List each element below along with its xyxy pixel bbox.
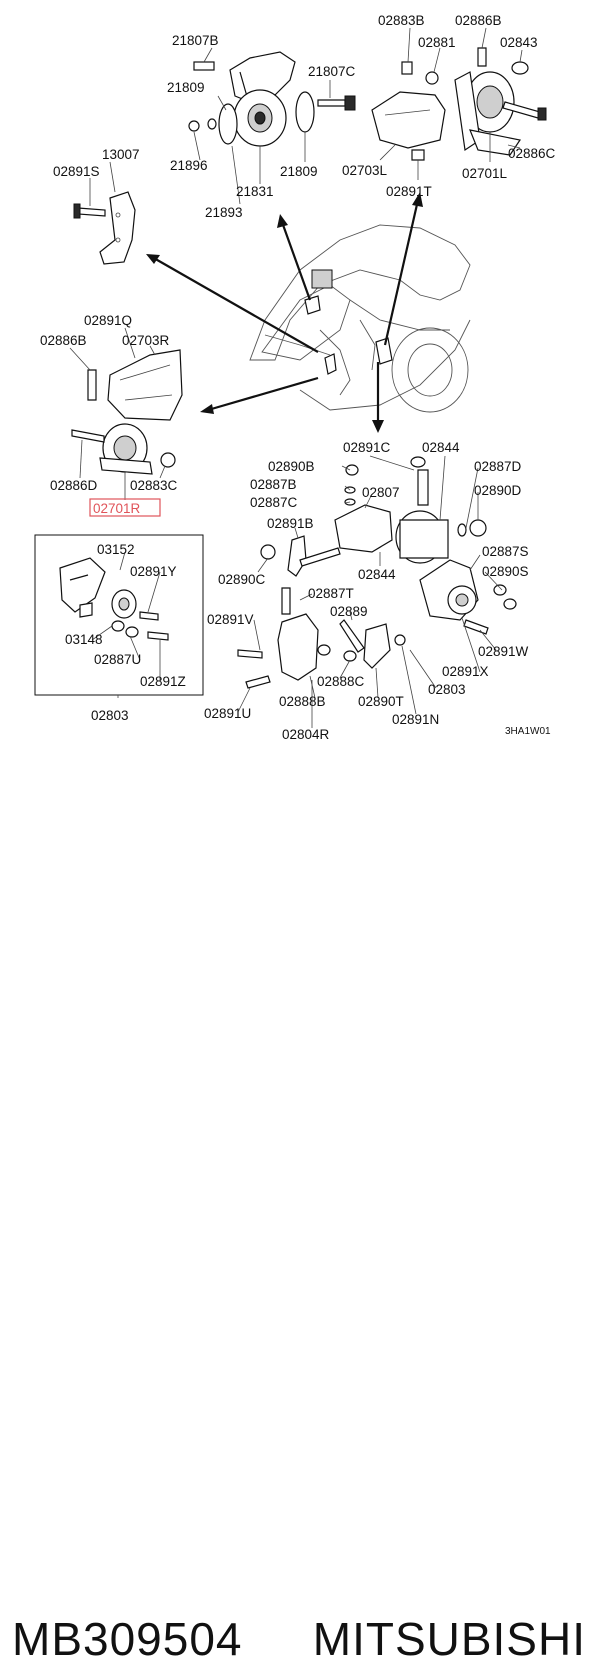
label-02843: 02843 bbox=[500, 35, 538, 50]
parts-diagram: 02883B 02886B 02881 02843 21807B 21807C … bbox=[34, 13, 556, 742]
label-02890B: 02890B bbox=[268, 459, 315, 474]
label-02890D: 02890D bbox=[474, 483, 522, 498]
label-02844-b: 02844 bbox=[358, 567, 396, 582]
label-21807C: 21807C bbox=[308, 64, 356, 79]
part-number: MB309504 bbox=[12, 1613, 243, 1665]
label-02891Q: 02891Q bbox=[84, 313, 132, 328]
inset-box-02803 bbox=[34, 534, 204, 696]
bottom-mount-assembly bbox=[237, 456, 517, 689]
label-02887S: 02887S bbox=[482, 544, 529, 559]
label-02803-b: 02803 bbox=[428, 682, 466, 697]
label-02890C: 02890C bbox=[218, 572, 266, 587]
label-02891C: 02891C bbox=[343, 440, 391, 455]
label-02888C: 02888C bbox=[317, 674, 365, 689]
footer: MB309504 MITSUBISHI bbox=[0, 800, 600, 1665]
left-mount-02701R-assembly bbox=[71, 349, 183, 475]
label-02701L: 02701L bbox=[462, 166, 508, 181]
label-02886D: 02886D bbox=[50, 478, 98, 493]
label-02887B: 02887B bbox=[250, 477, 297, 492]
top-left-bracket-assembly bbox=[188, 51, 356, 147]
label-02807: 02807 bbox=[362, 485, 400, 500]
label-02891Z: 02891Z bbox=[140, 674, 186, 689]
label-13007: 13007 bbox=[102, 147, 140, 162]
label-02701R-highlighted: 02701R bbox=[93, 501, 141, 516]
label-02803-a: 02803 bbox=[91, 708, 129, 723]
label-02887U: 02887U bbox=[94, 652, 141, 667]
label-02890S: 02890S bbox=[482, 564, 529, 579]
label-02891B: 02891B bbox=[267, 516, 314, 531]
label-02703R: 02703R bbox=[122, 333, 170, 348]
label-02886C: 02886C bbox=[508, 146, 556, 161]
label-21809-a: 21809 bbox=[167, 80, 205, 95]
inset-frame bbox=[34, 534, 204, 696]
label-02887C: 02887C bbox=[250, 495, 298, 510]
brand-name: MITSUBISHI bbox=[312, 1613, 586, 1665]
label-02891W: 02891W bbox=[478, 644, 529, 659]
label-02891U: 02891U bbox=[204, 706, 251, 721]
label-02891X: 02891X bbox=[442, 664, 489, 679]
label-03152: 03152 bbox=[97, 542, 135, 557]
label-02891V: 02891V bbox=[207, 612, 254, 627]
label-02891T: 02891T bbox=[386, 184, 432, 199]
label-02891Y: 02891Y bbox=[130, 564, 177, 579]
label-02883C: 02883C bbox=[130, 478, 178, 493]
label-21809-b: 21809 bbox=[280, 164, 318, 179]
pointer-arrows bbox=[146, 192, 423, 433]
label-02887T: 02887T bbox=[308, 586, 354, 601]
label-02883B: 02883B bbox=[378, 13, 425, 28]
label-21893: 21893 bbox=[205, 205, 243, 220]
bracket-13007 bbox=[73, 191, 136, 265]
top-right-mount-assembly bbox=[371, 47, 547, 161]
bolt-21807B bbox=[193, 61, 215, 71]
label-02886B-left: 02886B bbox=[40, 333, 87, 348]
label-21831: 21831 bbox=[236, 184, 274, 199]
part-labels: 02883B 02886B 02881 02843 21807B 21807C … bbox=[40, 13, 556, 742]
diagram-code: 3HA1W01 bbox=[505, 726, 551, 737]
highlight-box-02701R bbox=[89, 498, 161, 517]
nut-02883B bbox=[401, 61, 413, 75]
car-body-outline bbox=[249, 224, 471, 413]
label-02804R: 02804R bbox=[282, 727, 330, 742]
label-02890T: 02890T bbox=[358, 694, 404, 709]
label-02887D: 02887D bbox=[474, 459, 522, 474]
label-02703L: 02703L bbox=[342, 163, 388, 178]
label-21896: 21896 bbox=[170, 158, 208, 173]
label-02891N: 02891N bbox=[392, 712, 439, 727]
leader-lines bbox=[69, 27, 523, 728]
label-03148: 03148 bbox=[65, 632, 103, 647]
label-02888B: 02888B bbox=[279, 694, 326, 709]
label-02891S: 02891S bbox=[53, 164, 100, 179]
label-02886B-top: 02886B bbox=[455, 13, 502, 28]
label-21807B: 21807B bbox=[172, 33, 219, 48]
label-02889: 02889 bbox=[330, 604, 368, 619]
label-02881: 02881 bbox=[418, 35, 456, 50]
engine-block-detail bbox=[311, 269, 333, 289]
label-02844-a: 02844 bbox=[422, 440, 460, 455]
